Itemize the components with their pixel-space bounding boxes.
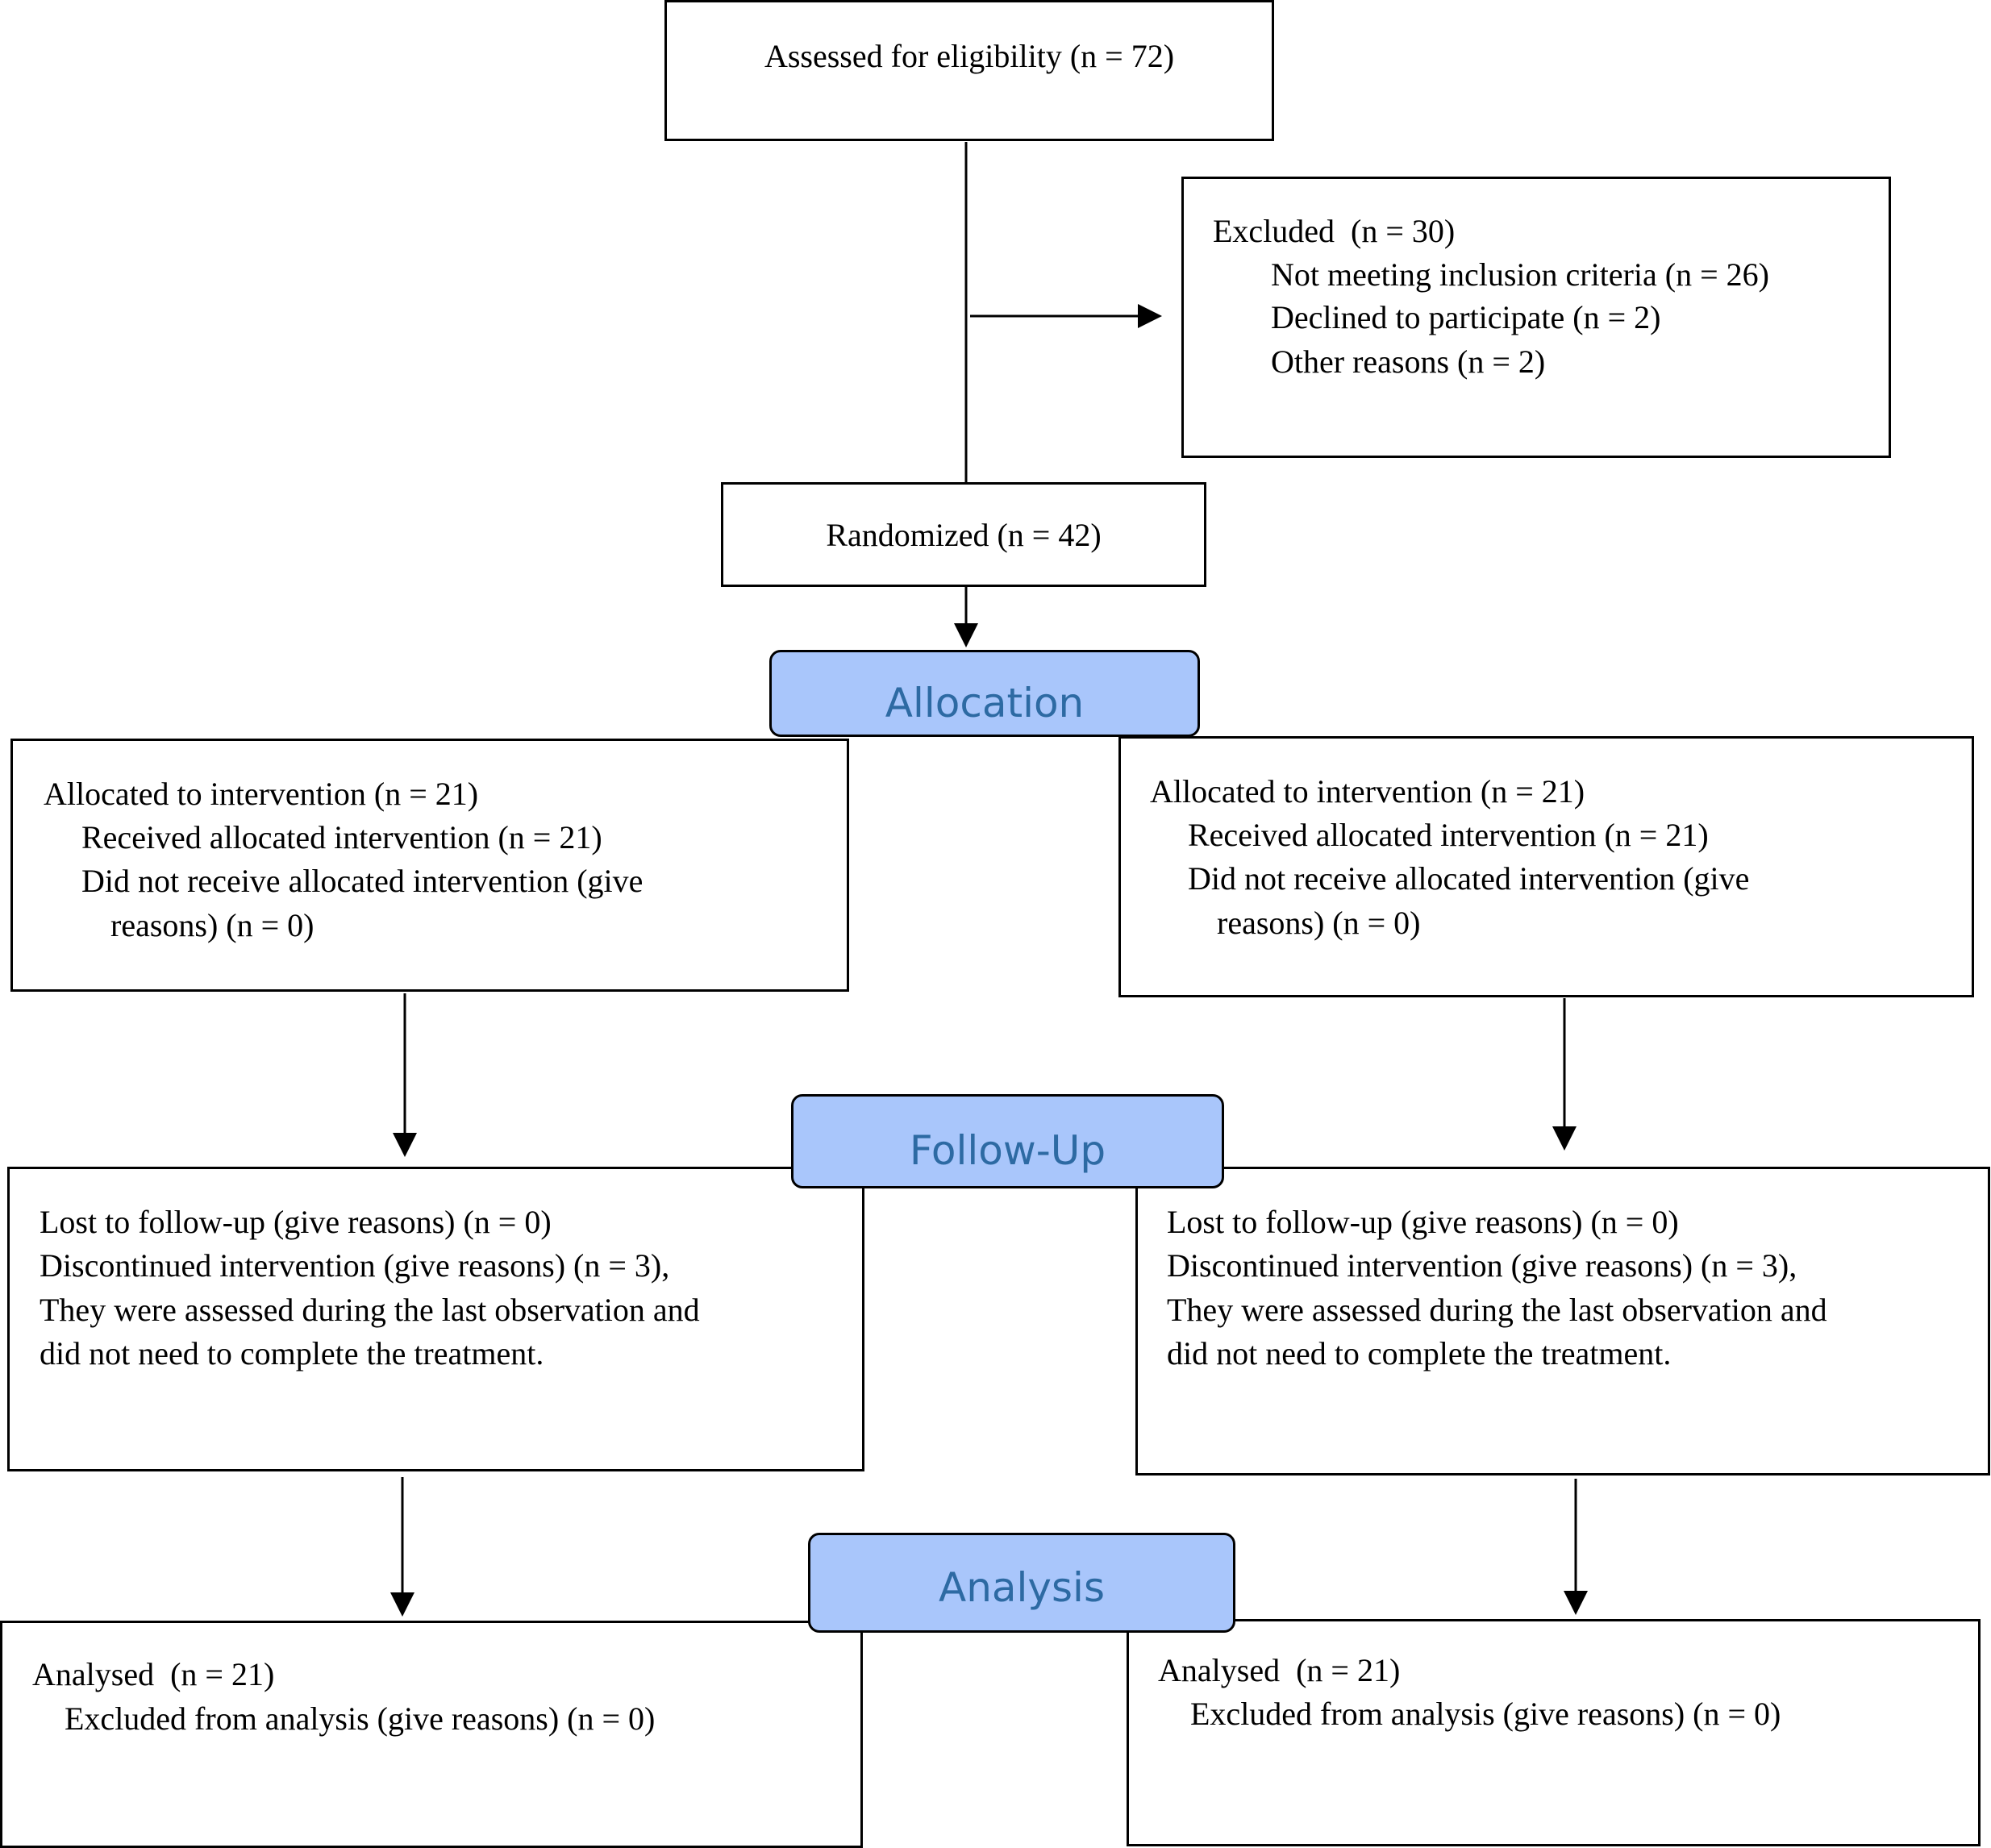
followup-left-line: They were assessed during the last obser… (40, 1292, 700, 1328)
excluded-box: Excluded (n = 30) Not meeting inclusion … (1181, 177, 1891, 458)
allocation-right-line: Allocated to intervention (n = 21) (1150, 773, 1585, 810)
followup-left-box: Lost to follow-up (give reasons) (n = 0)… (7, 1167, 864, 1471)
excluded-item: Other reasons (n = 2) (1271, 343, 1546, 380)
analysis-right-box: Analysed (n = 21) Excluded from analysis… (1127, 1619, 1981, 1846)
allocation-left-box: Allocated to intervention (n = 21) Recei… (10, 739, 849, 992)
analysis-left-line: Analysed (n = 21) (32, 1656, 275, 1692)
randomized-text: Randomized (n = 42) (826, 517, 1102, 553)
analysis-left-line: Excluded from analysis (give reasons) (n… (65, 1700, 656, 1737)
excluded-title: Excluded (n = 30) (1213, 213, 1456, 249)
allocation-left-line: Received allocated intervention (n = 21) (81, 819, 602, 855)
allocation-right-box: Allocated to intervention (n = 21) Recei… (1118, 736, 1974, 997)
followup-left-line: Discontinued intervention (give reasons)… (40, 1247, 670, 1284)
followup-right-line: They were assessed during the last obser… (1167, 1292, 1827, 1328)
followup-right-line: did not need to complete the treatment. (1167, 1335, 1672, 1371)
allocation-left-line: reasons) (n = 0) (110, 907, 314, 943)
assessed-text: Assessed for eligibility (n = 72) (764, 38, 1175, 74)
analysis-right-line: Excluded from analysis (give reasons) (n… (1190, 1696, 1781, 1732)
analysis-right-line: Analysed (n = 21) (1158, 1652, 1401, 1688)
followup-right-box: Lost to follow-up (give reasons) (n = 0)… (1135, 1167, 1990, 1475)
allocation-left-line: Allocated to intervention (n = 21) (44, 776, 479, 812)
followup-left-line: did not need to complete the treatment. (40, 1335, 544, 1371)
stage-analysis-label: Analysis (808, 1533, 1235, 1633)
analysis-left-box: Analysed (n = 21) Excluded from analysis… (0, 1621, 863, 1848)
stage-followup-label: Follow-Up (791, 1094, 1224, 1188)
allocation-left-line: Did not receive allocated intervention (… (81, 863, 644, 899)
allocation-right-line: reasons) (n = 0) (1217, 905, 1421, 941)
followup-left-line: Lost to follow-up (give reasons) (n = 0) (40, 1204, 552, 1240)
stage-allocation-label: Allocation (769, 650, 1200, 737)
stage-allocation-text: Allocation (885, 680, 1085, 726)
excluded-item: Declined to participate (n = 2) (1271, 299, 1661, 335)
assessed-box: Assessed for eligibility (n = 72) (664, 0, 1274, 141)
excluded-item: Not meeting inclusion criteria (n = 26) (1271, 256, 1769, 293)
allocation-right-line: Received allocated intervention (n = 21) (1188, 817, 1709, 853)
followup-right-line: Lost to follow-up (give reasons) (n = 0) (1167, 1204, 1679, 1240)
followup-right-line: Discontinued intervention (give reasons)… (1167, 1247, 1797, 1284)
randomized-box: Randomized (n = 42) (721, 482, 1206, 587)
stage-analysis-text: Analysis (938, 1564, 1105, 1611)
stage-followup-text: Follow-Up (909, 1127, 1106, 1174)
allocation-right-line: Did not receive allocated intervention (… (1188, 860, 1750, 897)
